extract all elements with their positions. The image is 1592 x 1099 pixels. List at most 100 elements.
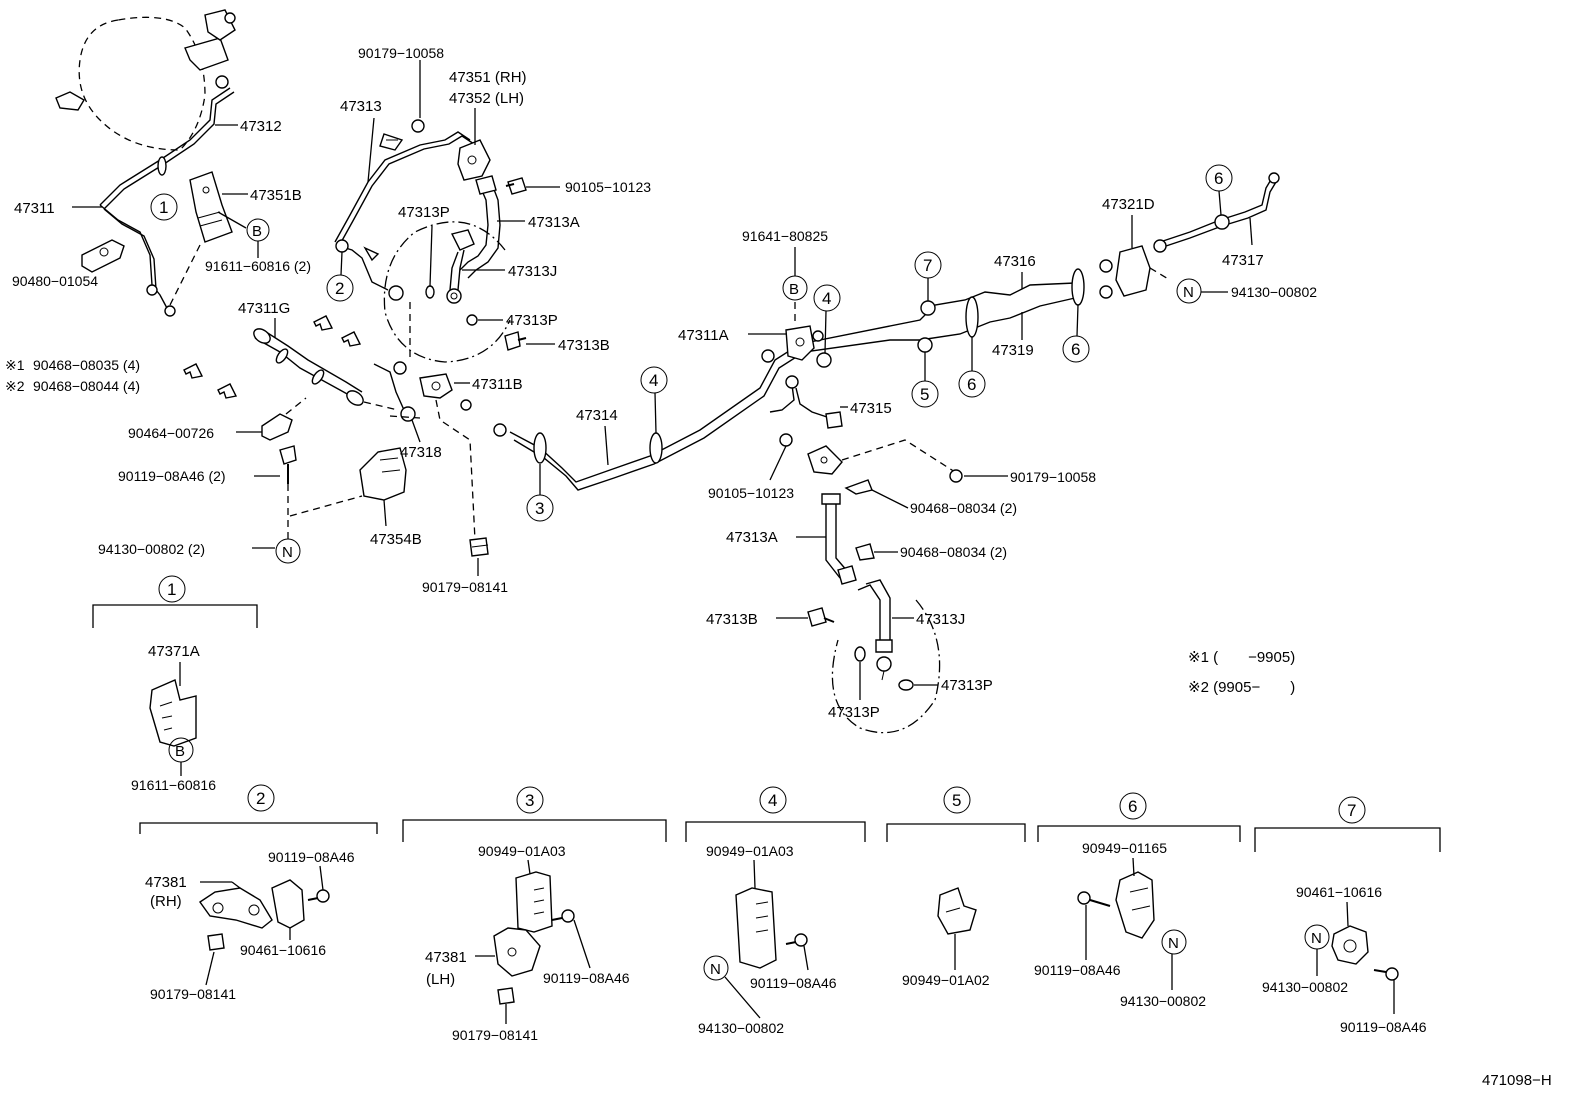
label-47351-rh: 47351 (RH) bbox=[449, 69, 527, 86]
label-47311B: 47311B bbox=[472, 376, 523, 393]
label-90468-08035-4: 90468−08035 (4) bbox=[33, 357, 140, 373]
svg-text:N: N bbox=[1311, 930, 1322, 947]
label-d3-90949-01A03: 90949−01A03 bbox=[478, 843, 566, 859]
label-90119-08A46-2: 90119−08A46 (2) bbox=[118, 468, 226, 484]
callout-N-right: N bbox=[1183, 284, 1194, 301]
callout-3-main: 3 bbox=[535, 499, 544, 518]
callout-B-mid: B bbox=[789, 281, 799, 298]
label-47313P-a: 47313P bbox=[398, 204, 450, 221]
label-94130-00802-right: 94130−00802 bbox=[1231, 284, 1317, 300]
callout-4-main-b: 4 bbox=[822, 289, 831, 308]
label-47313P-c: 47313P bbox=[941, 677, 993, 694]
callout-6-main-b: 6 bbox=[1071, 340, 1080, 359]
label-47313B-mid: 47313B bbox=[706, 611, 758, 628]
label-47313J-mid: 47313J bbox=[916, 611, 965, 628]
main-tube-run bbox=[509, 172, 1280, 491]
callout-4-main-a: 4 bbox=[649, 371, 658, 390]
label-d7-90461-10616: 90461−10616 bbox=[1296, 884, 1382, 900]
label-d3-90179-08141: 90179−08141 bbox=[452, 1027, 538, 1043]
label-d3-47381: 47381 bbox=[425, 949, 467, 966]
label-91611-60816-2: 91611−60816 (2) bbox=[205, 258, 311, 274]
label-90468-08034-b: 90468−08034 (2) bbox=[900, 544, 1007, 560]
label-90464-00726: 90464−00726 bbox=[128, 425, 214, 441]
callout-1-top: 1 bbox=[159, 198, 168, 217]
label-47321D: 47321D bbox=[1102, 196, 1155, 213]
detail-2-number: 2 bbox=[256, 789, 265, 808]
detail-4: 4 N bbox=[685, 786, 866, 981]
tube-47311G-area bbox=[183, 315, 507, 557]
label-47319: 47319 bbox=[992, 342, 1034, 359]
label-47352-lh: 47352 (LH) bbox=[449, 90, 524, 107]
tube-47313-area bbox=[334, 119, 527, 363]
svg-text:B: B bbox=[175, 743, 185, 760]
label-d3-90119-08A46: 90119−08A46 bbox=[543, 970, 630, 986]
detail-3-number: 3 bbox=[525, 791, 534, 810]
label-d7-94130-00802: 94130−00802 bbox=[1262, 979, 1348, 995]
label-d3-lh: (LH) bbox=[426, 971, 455, 988]
label-d2-47381: 47381 bbox=[145, 874, 187, 891]
label-47313P-d: 47313P bbox=[828, 704, 880, 721]
label-47351B: 47351B bbox=[250, 187, 302, 204]
label-90105-10123-mid: 90105−10123 bbox=[708, 485, 794, 501]
figure-reference: 471098−H bbox=[1482, 1072, 1552, 1089]
label-47313A-top: 47313A bbox=[528, 214, 580, 231]
master-cylinder-area bbox=[55, 9, 236, 317]
label-47313A-mid: 47313A bbox=[726, 529, 778, 546]
label-d5-90949-01A02: 90949−01A02 bbox=[902, 972, 990, 988]
detail-6-number: 6 bbox=[1128, 797, 1137, 816]
detail-6: 6 N bbox=[1037, 792, 1241, 955]
note-1: ※1 ( −9905) bbox=[1188, 649, 1295, 666]
detail-5-number: 5 bbox=[952, 791, 961, 810]
label-94130-00802-2: 94130−00802 (2) bbox=[98, 541, 205, 557]
label-47314: 47314 bbox=[576, 407, 618, 424]
callout-5-main: 5 bbox=[920, 385, 929, 404]
callout-6-right: 6 bbox=[1214, 169, 1223, 188]
label-90179-10058-top: 90179−10058 bbox=[358, 45, 444, 61]
detail-5: 5 bbox=[886, 786, 1026, 935]
label-47313B-top: 47313B bbox=[558, 337, 610, 354]
svg-text:N: N bbox=[710, 961, 721, 978]
label-47313J-top: 47313J bbox=[508, 263, 557, 280]
label-d2-90461-10616: 90461−10616 bbox=[240, 942, 326, 958]
label-47317: 47317 bbox=[1222, 252, 1264, 269]
detail-1-number: 1 bbox=[167, 580, 176, 599]
label-d2-90179-08141: 90179−08141 bbox=[150, 986, 236, 1002]
label-47318: 47318 bbox=[400, 444, 442, 461]
mark-2: ※2 bbox=[5, 378, 25, 394]
detail-7-number: 7 bbox=[1347, 801, 1356, 820]
label-d4-94130-00802: 94130−00802 bbox=[698, 1020, 784, 1036]
label-47354B: 47354B bbox=[370, 531, 422, 548]
detail-4-number: 4 bbox=[768, 791, 777, 810]
label-d4-90949-01A03: 90949−01A03 bbox=[706, 843, 794, 859]
label-47311A: 47311A bbox=[678, 327, 729, 344]
label-d7-90119-08A46: 90119−08A46 bbox=[1340, 1019, 1427, 1035]
callout-B-top: B bbox=[252, 223, 262, 240]
label-d1-91611-60816: 91611−60816 bbox=[131, 777, 216, 793]
mark-1: ※1 bbox=[5, 357, 25, 373]
note-2: ※2 (9905− ) bbox=[1188, 679, 1295, 696]
label-d4-90119-08A46: 90119−08A46 bbox=[750, 975, 837, 991]
detail-1: 1 B bbox=[92, 575, 258, 763]
label-47311: 47311 bbox=[14, 200, 55, 217]
label-d2-rh: (RH) bbox=[150, 893, 182, 910]
callout-7-main: 7 bbox=[923, 256, 932, 275]
detail-3: 3 bbox=[402, 786, 667, 1005]
label-90468-08044-4: 90468−08044 (4) bbox=[33, 378, 140, 394]
label-90179-08141-mid: 90179−08141 bbox=[422, 579, 508, 595]
callout-N-left: N bbox=[282, 544, 293, 561]
label-47313-top: 47313 bbox=[340, 98, 382, 115]
label-47312: 47312 bbox=[240, 118, 282, 135]
label-d1-47371A: 47371A bbox=[148, 643, 200, 660]
callout-2-top: 2 bbox=[335, 279, 344, 298]
callout-6-main-a: 6 bbox=[967, 375, 976, 394]
label-90468-08034-a: 90468−08034 (2) bbox=[910, 500, 1017, 516]
label-d2-90119-08A46: 90119−08A46 bbox=[268, 849, 355, 865]
label-d6-94130-00802: 94130−00802 bbox=[1120, 993, 1206, 1009]
label-90105-10123-top: 90105−10123 bbox=[565, 179, 651, 195]
svg-text:N: N bbox=[1168, 935, 1179, 952]
label-90480-01054: 90480−01054 bbox=[12, 273, 98, 289]
label-47316: 47316 bbox=[994, 253, 1036, 270]
label-91641-80825: 91641−80825 bbox=[742, 228, 828, 244]
detail-2: 2 bbox=[139, 784, 378, 951]
